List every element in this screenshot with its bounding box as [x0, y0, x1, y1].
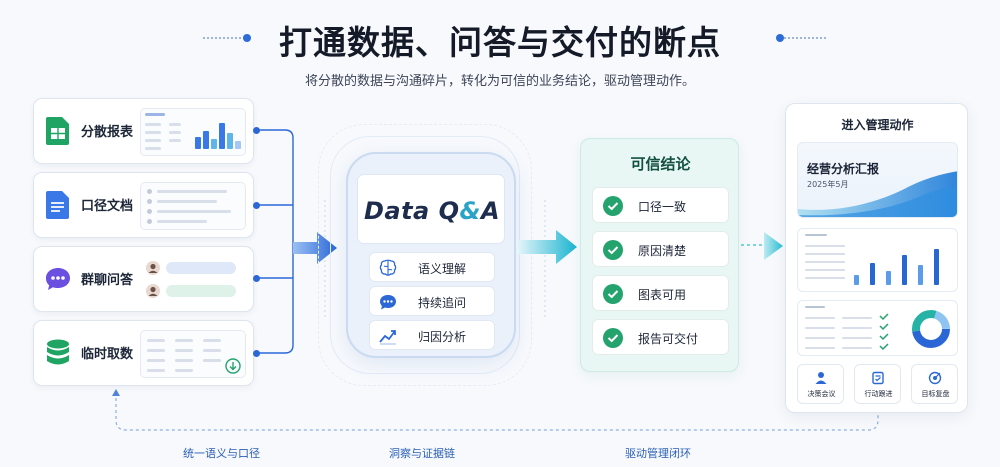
footer-label: 驱动管理闭环 — [625, 447, 691, 460]
conclusion-item: 原因清楚 — [592, 231, 729, 267]
flow-arrow-icon — [293, 232, 337, 264]
spreadsheet-icon — [46, 117, 69, 145]
check-icon — [603, 240, 623, 260]
people-icon — [815, 372, 827, 384]
report-cover: 经营分析汇报 2025年5月 — [797, 142, 958, 218]
source-card-reports: 分散报表 — [33, 98, 254, 164]
source-card-chat: 群聊问答 — [33, 246, 254, 312]
qa-halo-outer — [318, 124, 532, 386]
report-thumbnail — [140, 108, 246, 156]
report-title: 经营分析汇报 — [807, 162, 880, 176]
report-header: 进入管理动作 — [841, 118, 914, 132]
database-icon — [47, 339, 69, 365]
document-icon — [46, 191, 69, 219]
source-card-docs: 口径文档 — [33, 172, 254, 238]
chat-icon — [46, 268, 70, 290]
qa-feature-followup: 持续追问 — [369, 286, 495, 316]
flow-arrow-icon — [516, 230, 577, 264]
title-decoration-dot-left — [243, 34, 251, 42]
qa-logo-box: Data Q&A — [357, 174, 505, 244]
avatar-icon — [146, 261, 160, 275]
flow-arrow-icon — [764, 232, 783, 260]
report-table-panel — [797, 300, 958, 356]
chat-thumbnail — [140, 256, 246, 304]
qa-feature-attribution: 归因分析 — [369, 320, 495, 350]
qa-feature-label: 持续追问 — [418, 296, 467, 310]
trusted-conclusion-card: 可信结论 口径一致 原因清楚 图表可用 报告可交付 — [580, 138, 739, 372]
qa-halo-inner — [330, 136, 520, 374]
conclusion-item: 口径一致 — [592, 187, 729, 223]
page-title: 打通数据、问答与交付的断点 — [279, 23, 721, 62]
qa-feature-label: 语义理解 — [418, 262, 467, 276]
conclusion-label: 原因清楚 — [638, 244, 687, 258]
footer-label: 统一语义与口径 — [183, 447, 260, 460]
checklist-icon — [872, 371, 884, 385]
qa-feature-label: 归因分析 — [418, 330, 467, 344]
title-decoration-left — [203, 37, 249, 39]
query-thumbnail — [140, 330, 246, 378]
download-icon — [225, 358, 241, 374]
conclusion-title: 可信结论 — [630, 155, 691, 173]
target-icon — [928, 371, 942, 385]
source-label: 群聊问答 — [81, 273, 134, 288]
donut-chart-icon — [912, 310, 950, 348]
report-date: 2025年5月 — [807, 180, 849, 189]
trend-icon — [379, 330, 396, 345]
title-decoration-dot-right — [776, 34, 784, 42]
action-goal-review: 目标复盘 — [911, 364, 958, 404]
conclusion-item: 图表可用 — [592, 275, 729, 311]
data-qa-logo: Data Q&A — [363, 197, 501, 225]
connector-dot — [253, 127, 260, 134]
wave-graphic — [798, 171, 957, 217]
action-decision-meeting: 决策会议 — [797, 364, 844, 404]
source-label: 口径文档 — [81, 199, 134, 214]
check-list-icon — [879, 313, 889, 351]
avatar-icon — [146, 284, 160, 298]
connector-dot — [253, 202, 260, 209]
conclusion-item: 报告可交付 — [592, 319, 729, 355]
title-decoration-right — [780, 37, 826, 39]
qa-feature-semantic: 语义理解 — [369, 252, 495, 282]
data-qa-panel: Data Q&A 语义理解 持续追问 归因分析 — [346, 152, 516, 358]
source-label: 临时取数 — [81, 347, 134, 362]
check-icon — [603, 284, 623, 304]
action-label: 目标复盘 — [921, 390, 950, 398]
management-report-card: 进入管理动作 经营分析汇报 2025年5月 — [785, 103, 968, 413]
report-bar-chart-panel — [797, 228, 958, 292]
conclusion-label: 口径一致 — [638, 200, 687, 214]
connector-dot — [253, 350, 260, 357]
check-icon — [603, 196, 623, 216]
doc-thumbnail — [140, 182, 246, 230]
page-subtitle: 将分散的数据与沟通碎片，转化为可信的业务结论，驱动管理动作。 — [304, 74, 695, 89]
chat-bubble-icon — [380, 295, 396, 310]
conclusion-label: 图表可用 — [638, 288, 687, 302]
connector-dot — [253, 275, 260, 282]
brain-icon — [379, 259, 397, 276]
source-card-adhoc: 临时取数 — [33, 320, 254, 386]
action-label: 决策会议 — [807, 390, 836, 398]
action-label: 行动跟进 — [864, 390, 893, 398]
action-follow-up: 行动跟进 — [854, 364, 901, 404]
conclusion-label: 报告可交付 — [638, 332, 699, 346]
check-icon — [603, 328, 623, 348]
source-label: 分散报表 — [81, 125, 134, 140]
footer-label: 洞察与证据链 — [389, 447, 455, 460]
